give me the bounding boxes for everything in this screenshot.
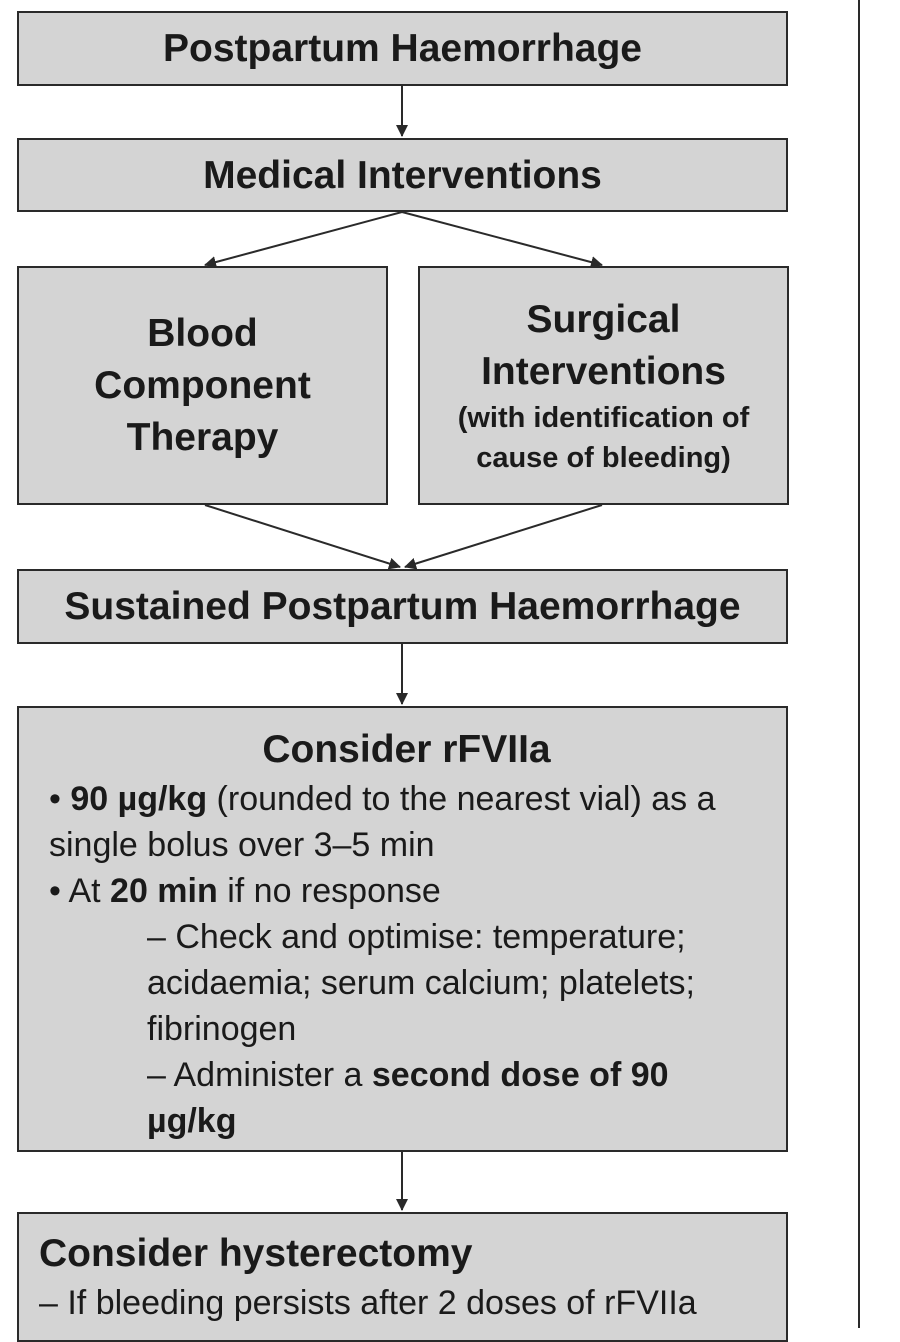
box-title-line: Interventions [481, 349, 726, 393]
time-emphasis: 20 min [110, 872, 218, 910]
box-surgical-interventions: Surgical Interventions (with identificat… [418, 266, 789, 505]
bullet-text: if no response [217, 872, 441, 910]
box-consider-hysterectomy: Consider hysterectomy – If bleeding pers… [17, 1212, 788, 1342]
page-divider-line [858, 0, 860, 1328]
box-postpartum-haemorrhage: Postpartum Haemorrhage [17, 11, 788, 86]
box-note-line: cause of bleeding) [476, 441, 731, 474]
second-dose-emphasis: second dose of 90 µg/kg [147, 1056, 669, 1140]
box-title-line: Surgical [526, 297, 681, 341]
dose-emphasis: 90 µg/kg [70, 780, 208, 818]
box-title: Consider rFVIIa [262, 728, 551, 771]
box-title: Postpartum Haemorrhage [163, 27, 642, 70]
bullet-dose: • 90 µg/kg (rounded to the nearest vial)… [49, 776, 764, 868]
box-title-line: Component [94, 363, 311, 407]
box-title: Consider hysterectomy [39, 1232, 473, 1275]
box-body-line: – If bleeding persists after 2 doses of … [39, 1284, 697, 1322]
sub-item-check: – Check and optimise: temperature; acida… [147, 918, 696, 1048]
box-note-line: (with identification of [457, 401, 750, 434]
box-title-line: Therapy [126, 415, 279, 459]
bullet-20min: • At 20 min if no response [49, 868, 764, 914]
sub-item-second-dose: – Administer a second dose of 90 µg/kg [49, 1052, 764, 1144]
arrow-blood-to-sustained [204, 504, 401, 570]
arrow-medical-to-blood [204, 211, 403, 268]
bullet-text: • At [49, 872, 111, 910]
bullet-mark: • [49, 780, 71, 818]
dose-text: (rounded to the nearest vial) as a singl… [49, 780, 716, 864]
box-medical-interventions: Medical Interventions [17, 138, 788, 212]
arrow-medical-to-surgical [401, 211, 603, 268]
box-title: Sustained Postpartum Haemorrhage [64, 585, 741, 628]
box-body: • 90 µg/kg (rounded to the nearest vial)… [49, 776, 764, 1144]
box-title-line: Blood [147, 311, 258, 355]
box-sustained-postpartum-haemorrhage: Sustained Postpartum Haemorrhage [17, 569, 788, 644]
box-title: Medical Interventions [203, 153, 602, 197]
sub-item-text: – Administer a [147, 1056, 372, 1094]
box-consider-rfviia: Consider rFVIIa • 90 µg/kg (rounded to t… [17, 706, 788, 1152]
box-blood-component-therapy: Blood Component Therapy [17, 266, 388, 505]
arrow-surgical-to-sustained [404, 504, 603, 570]
